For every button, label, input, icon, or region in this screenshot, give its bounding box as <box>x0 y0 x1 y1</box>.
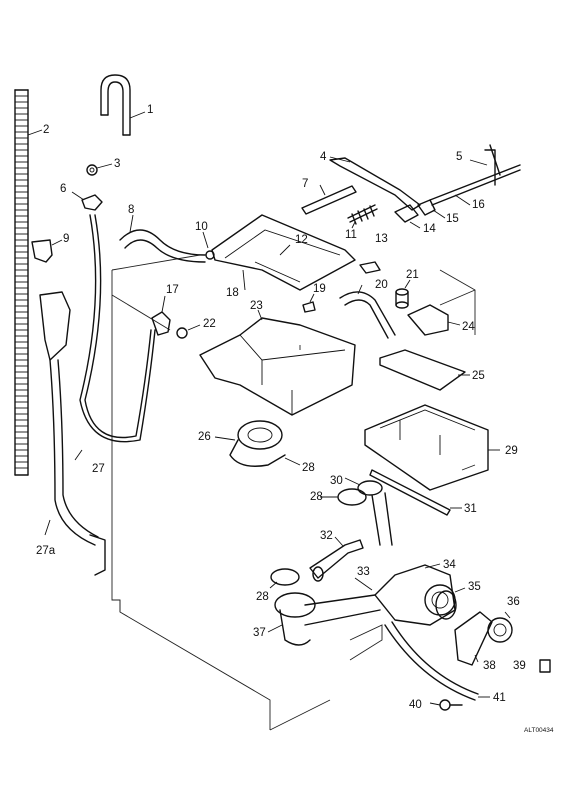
part-19-clip <box>302 293 316 313</box>
part-number-label: 2 <box>43 124 49 136</box>
part-number-label: 39 <box>513 660 526 672</box>
part-31-strip <box>369 469 462 516</box>
part-number-label: 19 <box>313 283 326 295</box>
part-number-label: 10 <box>195 221 208 233</box>
part-number-label: 7 <box>302 178 308 190</box>
part-9-clip <box>31 239 63 263</box>
part-number-label: 5 <box>456 151 462 163</box>
part-41-tube <box>384 621 490 701</box>
part-number-label: 25 <box>472 370 485 382</box>
part-7-small-rod <box>301 184 357 215</box>
part-number-label: 32 <box>320 530 333 542</box>
part-number-label: 4 <box>320 151 327 163</box>
part-number-label: 9 <box>63 233 69 245</box>
part-number-label: 15 <box>446 213 459 225</box>
part-number-label: 6 <box>60 183 66 195</box>
part-36-cap <box>487 611 513 643</box>
part-number-label: 1 <box>147 104 153 116</box>
part-number-label: 38 <box>483 660 496 672</box>
part-14-15-fittings <box>394 199 446 229</box>
part-number-label: 12 <box>295 234 308 246</box>
part-number-label: 21 <box>406 269 419 281</box>
part-18-top-panel <box>211 214 356 291</box>
part-20-ribbed-hose <box>339 284 396 339</box>
part-number-label: 31 <box>464 503 477 515</box>
part-21-cylinder <box>395 279 411 309</box>
part-number-label: 20 <box>375 279 388 291</box>
part-number-label: 35 <box>468 581 481 593</box>
part-number-label: 24 <box>462 321 475 333</box>
part-2-drain-hose <box>14 89 43 476</box>
part-number-label: 11 <box>345 229 357 241</box>
part-number-label: 17 <box>166 284 179 296</box>
part-38-filter <box>454 611 493 666</box>
part-26-pump-housing <box>214 420 301 467</box>
part-number-label: 41 <box>493 692 506 704</box>
part-number-label: 18 <box>226 287 239 299</box>
part-40-screw <box>429 699 463 711</box>
part-35-ring <box>435 587 466 620</box>
part-8-bent-hose <box>119 214 206 263</box>
part-number-label: 30 <box>330 475 343 487</box>
part-22-washer <box>176 324 201 339</box>
part-number-label: 34 <box>443 559 456 571</box>
part-27a-valve-hose <box>39 291 106 576</box>
part-24-bracket <box>407 304 461 336</box>
part-30-bellows <box>344 477 393 546</box>
part-number-label: 13 <box>375 233 388 245</box>
part-27-inlet-hose <box>74 214 156 461</box>
part-number-label: 28 <box>310 491 323 503</box>
part-number-label: 22 <box>203 318 216 330</box>
part-39-plug <box>539 659 551 673</box>
part-number-label: 26 <box>198 431 211 443</box>
part-number-label: 29 <box>505 445 518 457</box>
part-number-label: 37 <box>253 627 266 639</box>
part-4-bracket <box>329 156 421 211</box>
part-number-label: 3 <box>114 158 120 170</box>
part-number-label: 27 <box>92 463 105 475</box>
reference-code: ALT00434 <box>524 727 554 734</box>
part-number-label: 23 <box>250 300 263 312</box>
part-25-tray <box>379 349 470 391</box>
part-1-u-hose <box>100 74 146 136</box>
part-29-detergent-drawer <box>364 404 500 491</box>
part-number-label: 33 <box>357 566 370 578</box>
part-23-dispenser-housing <box>199 309 356 416</box>
part-number-label: 8 <box>128 204 134 216</box>
part-13-plate <box>359 261 381 274</box>
part-5-rod-assembly <box>429 144 521 206</box>
hose-ribbing <box>15 95 28 469</box>
part-number-label: 40 <box>409 699 422 711</box>
cabinet-outline <box>111 254 476 731</box>
part-32-pipe <box>309 536 364 582</box>
part-17-elbow-connector <box>151 295 171 336</box>
part-number-label: 28 <box>256 591 269 603</box>
part-number-label: 14 <box>423 223 436 235</box>
part-28-clamps <box>269 488 367 589</box>
part-6-valve-head <box>71 191 103 211</box>
part-number-label: 36 <box>507 596 520 608</box>
part-37-corrugated-drain <box>267 592 381 646</box>
part-number-label: 28 <box>302 462 315 474</box>
part-number-label: 27a <box>36 545 56 557</box>
part-3-nut <box>86 163 113 176</box>
part-number-label: 16 <box>472 199 485 211</box>
part-11-spring <box>347 204 378 229</box>
